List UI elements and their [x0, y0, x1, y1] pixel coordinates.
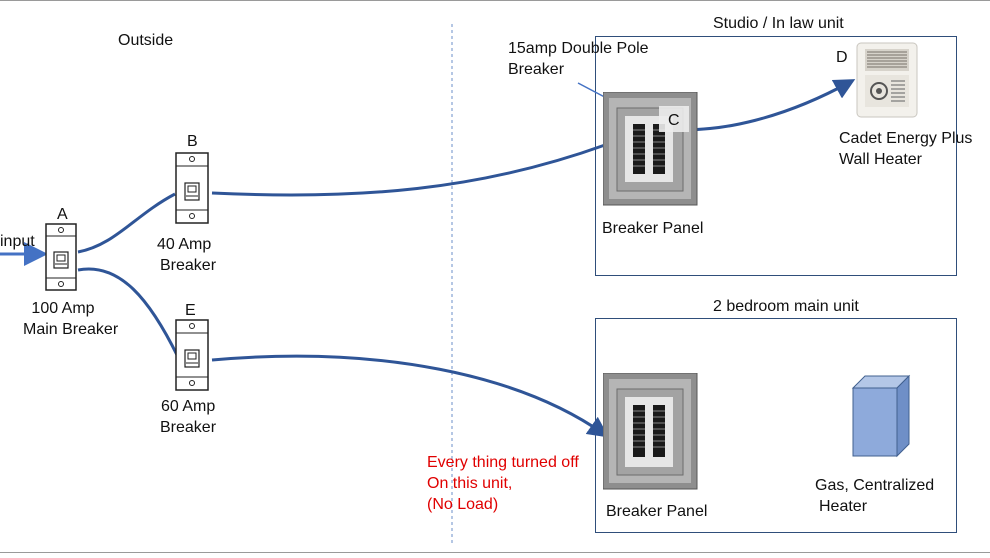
breaker-icon — [175, 319, 209, 391]
breaker-b-letter: B — [187, 133, 198, 150]
wire-e-to-main-panel — [211, 354, 609, 438]
wire-b-to-studio-panel — [211, 143, 606, 197]
outside-label: Outside — [118, 32, 174, 49]
no-load-note-line2: On this unit, — [427, 475, 513, 492]
point-d-label: D — [836, 49, 848, 66]
breaker-e-line1: 60 Amp — [161, 398, 216, 415]
input-label: input — [0, 233, 35, 250]
main-unit-title: 2 bedroom main unit — [713, 298, 859, 315]
gas-heater-box-icon — [851, 374, 911, 458]
wire-a-to-e — [77, 267, 180, 358]
no-load-note-line1: Every thing turned off — [427, 454, 579, 471]
point-c-label: C — [668, 112, 680, 129]
breaker-b-line1: 40 Amp — [157, 236, 212, 253]
studio-unit-box — [595, 36, 957, 276]
wire-a-to-b — [77, 192, 176, 254]
breaker-e-letter: E — [185, 302, 196, 319]
breaker-e-line2: Breaker — [160, 419, 217, 436]
breaker-a-line1: 100 Amp — [31, 300, 95, 317]
studio-unit-title: Studio / In law unit — [713, 15, 844, 32]
wall-heater-icon — [856, 42, 918, 118]
top-border — [0, 0, 990, 1]
breaker-icon — [45, 223, 77, 291]
double-pole-label-line2: Breaker — [508, 61, 565, 78]
gas-heater-label-line2: Heater — [819, 498, 868, 515]
no-load-note-line3: (No Load) — [427, 496, 499, 513]
double-pole-label-line1: 15amp Double Pole — [508, 40, 649, 57]
studio-panel-label: Breaker Panel — [602, 220, 704, 237]
breaker-a-line2: Main Breaker — [23, 321, 119, 338]
bottom-border — [0, 552, 990, 553]
breaker-b-line2: Breaker — [160, 257, 217, 274]
heater-label-line2: Wall Heater — [839, 151, 922, 168]
gas-heater-label-line1: Gas, Centralized — [815, 477, 935, 494]
breaker-panel-icon — [603, 92, 698, 206]
heater-label-line1: Cadet Energy Plus — [839, 130, 973, 147]
breaker-panel-icon — [603, 373, 698, 490]
breaker-a-letter: A — [57, 206, 68, 223]
main-panel-label: Breaker Panel — [606, 503, 708, 520]
breaker-icon — [175, 152, 209, 224]
